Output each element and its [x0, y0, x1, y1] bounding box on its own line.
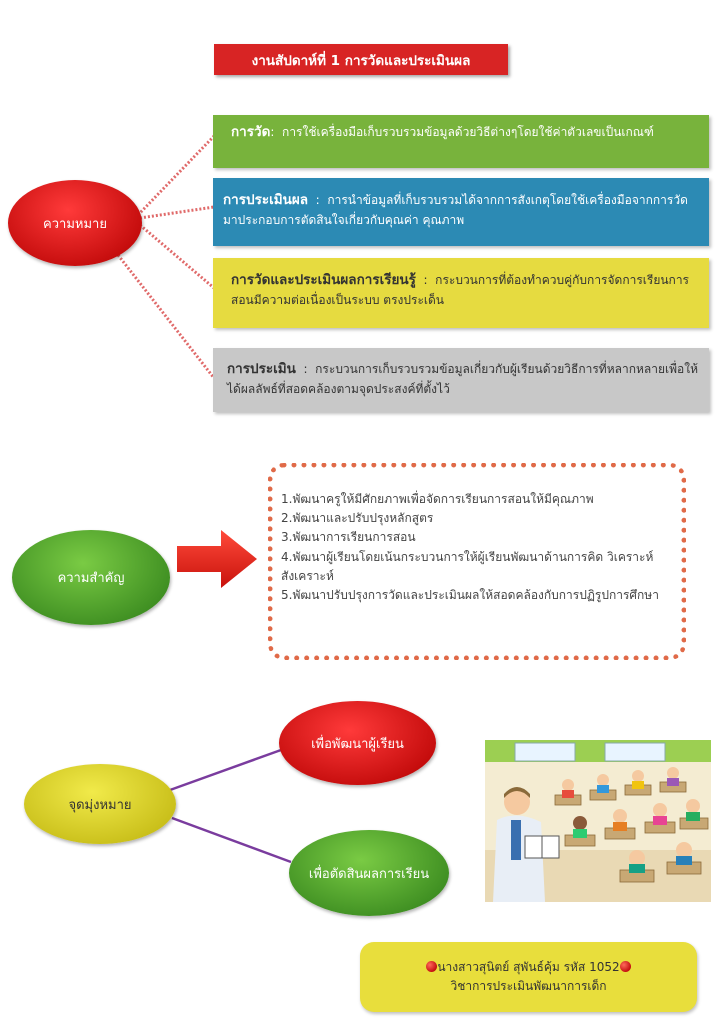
- definition-separator: :: [423, 273, 428, 287]
- definition-separator: :: [270, 125, 275, 139]
- goal-node: จุดมุ่งหมาย: [24, 764, 176, 844]
- red-arrow-icon: [177, 530, 257, 588]
- importance-node-label: ความสำคัญ: [57, 571, 125, 586]
- definition-term: การวัด: [231, 124, 271, 140]
- definition-term: การประเมินผล: [223, 192, 309, 208]
- meaning-node: ความหมาย: [8, 180, 142, 266]
- connector-goal1: [169, 748, 282, 792]
- connector-def1: [136, 131, 219, 217]
- classroom-illustration: [485, 740, 711, 902]
- definition-box-assessment: การประเมิน : กระบวนการเก็บรวบรวมข้อมูลเก…: [213, 348, 709, 412]
- author-name: นางสาวสุนิตย์ สุพันธ์คุ้ม รหัส 1052: [437, 959, 620, 974]
- author-name-line: นางสาวสุนิตย์ สุพันธ์คุ้ม รหัส 1052: [426, 958, 631, 977]
- definition-box-measurement: การวัด: การใช้เครื่องมือเก็บรวบรวมข้อมูล…: [213, 115, 709, 168]
- goal-node-label: จุดมุ่งหมาย: [68, 797, 132, 813]
- goal-label: เพื่อพัฒนาผู้เรียน: [311, 736, 404, 752]
- definition-box-evaluation: การประเมินผล : การนำข้อมูลที่เก็บรวบรวมไ…: [213, 178, 709, 246]
- meaning-connectors: [116, 131, 219, 379]
- importance-node: ความสำคัญ: [12, 530, 170, 625]
- definition-text: การใช้เครื่องมือเก็บรวบรวมข้อมูลด้วยวิธี…: [282, 125, 654, 139]
- definition-separator: :: [315, 193, 320, 207]
- apple-icon: [426, 960, 438, 972]
- course-name: วิชาการประเมินพัฒนาการเด็ก: [450, 979, 607, 993]
- definition-separator: :: [303, 362, 308, 376]
- definition-term: การประเมิน: [227, 361, 296, 377]
- definition-text: กระบวนการเก็บรวบรวมข้อมูลเกี่ยวกับผู้เรี…: [227, 362, 698, 396]
- connector-def3: [139, 223, 215, 290]
- meaning-node-label: ความหมาย: [43, 216, 107, 232]
- importance-item: 1.พัฒนาครูให้มีศักยภาพเพื่อจัดการเรียนกา…: [281, 492, 594, 506]
- definition-text: การนำข้อมูลที่เก็บรวบรวมได้จากการสังเกตุ…: [223, 193, 688, 227]
- definition-text: กระบวนการที่ต้องทำควบคู่กับการจัดการเรีย…: [231, 273, 689, 307]
- importance-item: 2.พัฒนาและปรับปรุงหลักสูตร: [281, 511, 434, 526]
- goal-judge-results: เพื่อตัดสินผลการเรียน: [289, 830, 449, 916]
- definition-box-learning-assessment: การวัดและประเมินผลการเรียนรู้ : กระบวนกา…: [213, 258, 709, 328]
- teacher: [493, 787, 560, 902]
- importance-item: 5.พัฒนาปรับปรุงการวัดและประเมินผลให้สอดค…: [281, 587, 659, 602]
- importance-list: 1.พัฒนาครูให้มีศักยภาพเพื่อจัดการเรียนกา…: [268, 463, 686, 660]
- goal-label: เพื่อตัดสินผลการเรียน: [308, 866, 430, 882]
- author-box: นางสาวสุนิตย์ สุพันธ์คุ้ม รหัส 1052 วิชา…: [360, 942, 697, 1012]
- connector-goal2: [171, 816, 292, 864]
- goal-connectors: [169, 748, 292, 864]
- importance-item: 4.พัฒนาผู้เรียนโดยเน้นกระบวนการให้ผู้เรี…: [281, 549, 654, 583]
- definition-term: การวัดและประเมินผลการเรียนรู้: [231, 272, 416, 288]
- goal-develop-learners: เพื่อพัฒนาผู้เรียน: [279, 701, 436, 785]
- connector-def4: [116, 254, 216, 379]
- apple-icon: [619, 960, 631, 972]
- page-title: งานสัปดาห์ที่ 1 การวัดและประเมินผล: [214, 44, 508, 75]
- connector-def2: [139, 205, 215, 220]
- importance-item: 3.พัฒนาการเรียนการสอน: [281, 530, 416, 545]
